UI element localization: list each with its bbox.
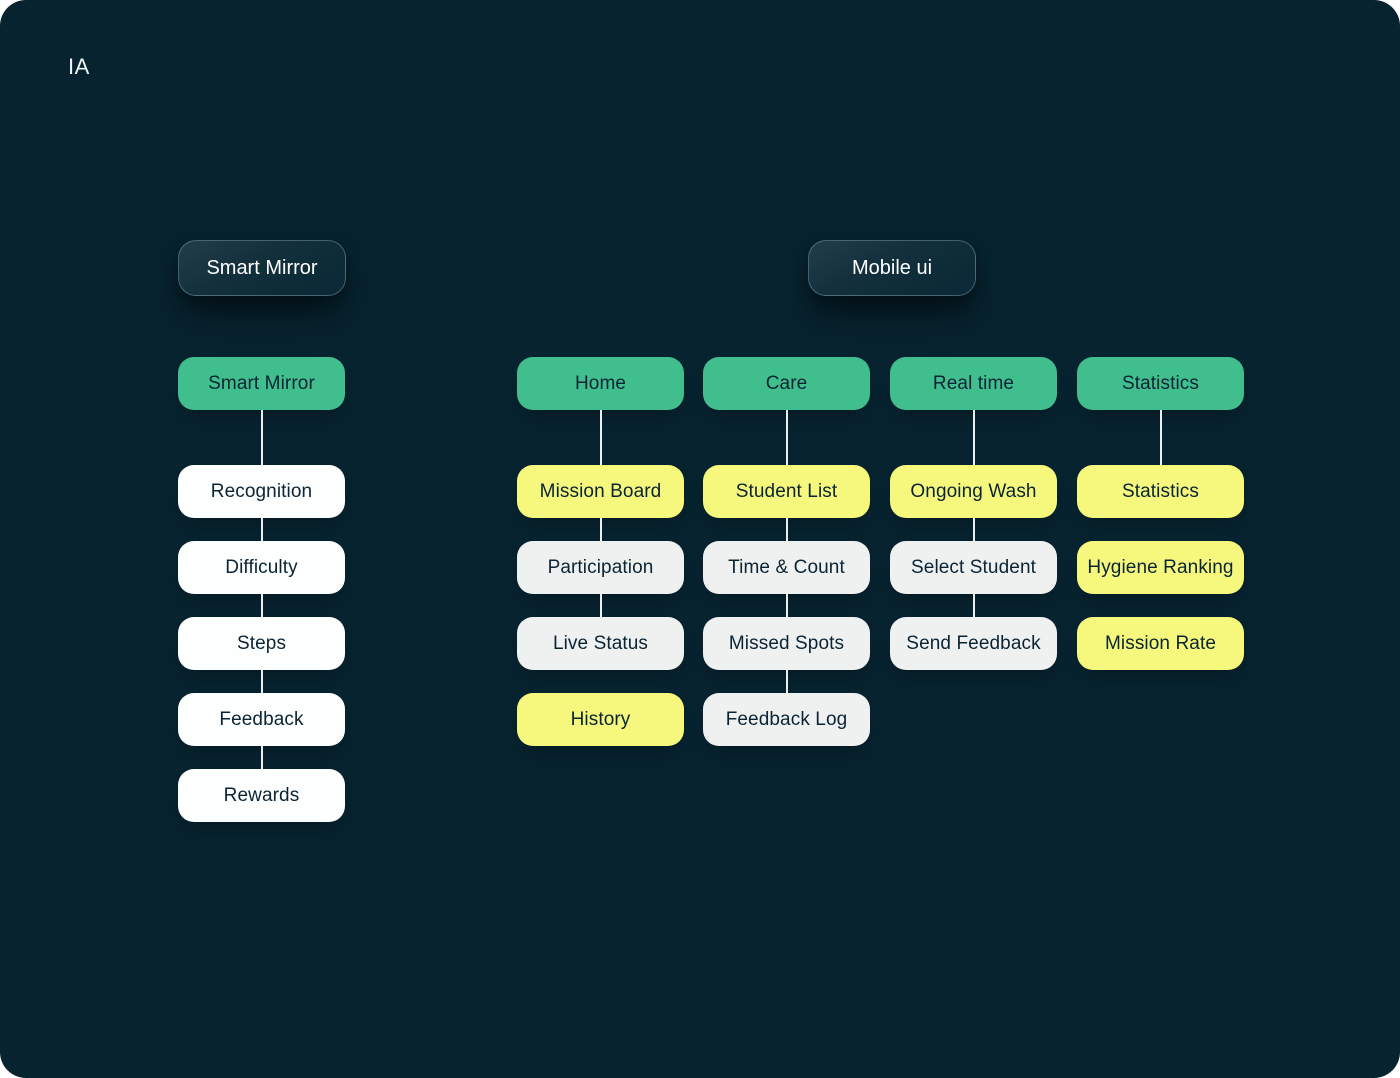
node-ongoing-wash: Ongoing Wash [890, 465, 1057, 518]
node-hygiene-ranking: Hygiene Ranking [1077, 541, 1244, 594]
node-student-list: Student List [703, 465, 870, 518]
node-statistics: Statistics [1077, 465, 1244, 518]
node-care-root: Care [703, 357, 870, 410]
statistics-column: Statistics Statistics Hygiene Ranking Mi… [1077, 357, 1244, 670]
node-feedback: Feedback [178, 693, 345, 746]
mobile-ui-section-header: Mobile ui [808, 240, 976, 296]
node-mission-board: Mission Board [517, 465, 684, 518]
home-column: Home Mission Board Participation Live St… [517, 357, 684, 746]
node-difficulty: Difficulty [178, 541, 345, 594]
care-column: Care Student List Time & Count Missed Sp… [703, 357, 870, 746]
node-steps: Steps [178, 617, 345, 670]
node-time-count: Time & Count [703, 541, 870, 594]
node-participation: Participation [517, 541, 684, 594]
node-feedback-log: Feedback Log [703, 693, 870, 746]
node-rewards: Rewards [178, 769, 345, 822]
node-live-status: Live Status [517, 617, 684, 670]
node-select-student: Select Student [890, 541, 1057, 594]
page-title: IA [68, 54, 90, 79]
node-recognition: Recognition [178, 465, 345, 518]
smart-mirror-section-header: Smart Mirror [178, 240, 346, 296]
node-send-feedback: Send Feedback [890, 617, 1057, 670]
node-real-time-root: Real time [890, 357, 1057, 410]
smart-mirror-column: Smart Mirror Recognition Difficulty Step… [178, 357, 345, 822]
real-time-column: Real time Ongoing Wash Select Student Se… [890, 357, 1057, 670]
node-home-root: Home [517, 357, 684, 410]
node-smart-mirror-root: Smart Mirror [178, 357, 345, 410]
node-mission-rate: Mission Rate [1077, 617, 1244, 670]
node-statistics-root: Statistics [1077, 357, 1244, 410]
node-history: History [517, 693, 684, 746]
node-missed-spots: Missed Spots [703, 617, 870, 670]
